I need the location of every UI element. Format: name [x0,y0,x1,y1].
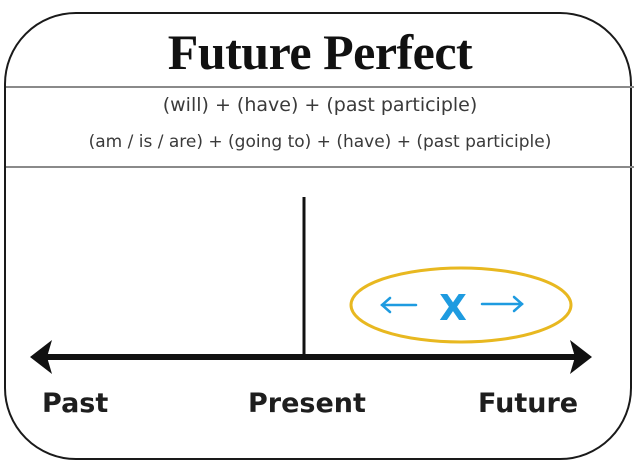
event-ellipse [349,266,573,344]
divider-bottom [6,166,634,168]
label-present: Present [248,388,366,419]
divider-top [6,86,634,88]
label-future: Future [478,388,579,419]
timeline-axis [30,340,592,374]
arrow-right-icon [570,340,592,374]
duration-arrows [380,295,524,314]
arrow-left-icon [30,340,52,374]
event-x-marker: X [439,288,467,329]
label-past: Past [42,388,109,419]
page-title: Future Perfect [167,24,473,80]
formula-will: (will) + (have) + (past participle) [162,94,478,116]
formula-going-to: (am / is / are) + (going to) + (have) + … [88,132,552,152]
